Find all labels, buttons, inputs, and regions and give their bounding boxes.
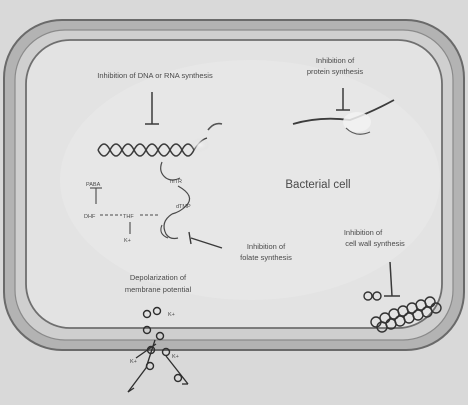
label-folate-inhibition-1: Inhibition of	[247, 242, 286, 251]
label-dhp: DHF	[84, 214, 96, 220]
label-kplus-top: K+	[124, 238, 131, 244]
inhibition-symbol-cellwall	[384, 261, 400, 297]
folate-synthesis-chain	[90, 187, 160, 234]
label-depolarization-1: Depolarization of	[130, 273, 187, 282]
inhibition-symbol-dna	[145, 92, 159, 125]
label-folate-inhibition-2: folate synthesis	[240, 253, 292, 262]
label-bacterial-cell: Bacterial cell	[285, 179, 350, 191]
label-protein-inhibition-2: protein synthesis	[307, 67, 364, 76]
label-kplus-2: K+	[172, 354, 179, 360]
label-mtr: mTR	[170, 179, 182, 185]
ion-efflux-arrows	[127, 339, 189, 393]
label-kplus-3: K+	[130, 359, 137, 365]
label-thf: THF	[123, 214, 134, 220]
mrna-arrow	[160, 161, 181, 181]
label-kplus-1: K+	[168, 312, 175, 318]
label-cellwall-inhibition-1: Inhibition of	[344, 228, 383, 237]
label-depolarization-2: membrane potential	[125, 285, 192, 294]
label-dtmp: dTMP	[176, 204, 191, 210]
label-protein-inhibition-1: Inhibition of	[316, 56, 355, 65]
inhibition-symbol-protein	[336, 88, 350, 111]
ribosome-icon	[292, 99, 395, 135]
label-dna-rna-inhibition: Inhibition of DNA or RNA synthesis	[97, 71, 213, 80]
label-cellwall-inhibition-2: cell wall synthesis	[345, 239, 405, 248]
inhibition-symbol-folate	[188, 231, 223, 249]
label-paba: PABA	[86, 182, 101, 188]
peptidoglycan-chain	[363, 291, 442, 333]
folate-pathway-arrow	[171, 185, 191, 215]
